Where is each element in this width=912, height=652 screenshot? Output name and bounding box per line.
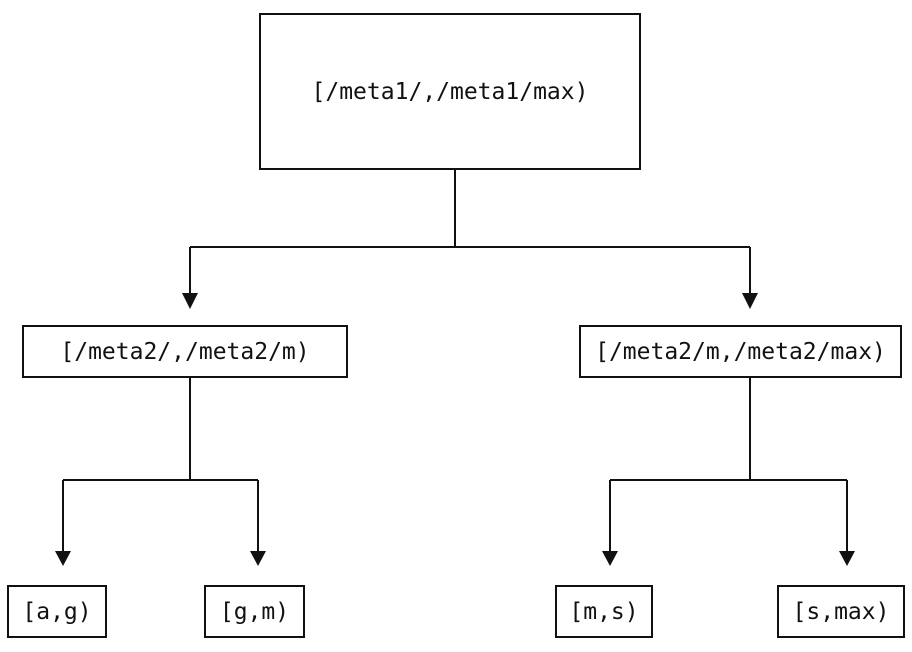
arrowhead-icon — [742, 293, 758, 309]
connector-arrowheads — [55, 293, 855, 566]
arrowhead-icon — [839, 551, 855, 566]
node-right-child: [/meta2/m,/meta2/max) — [579, 325, 902, 378]
node-leaf-ag: [a,g) — [7, 585, 107, 638]
arrowhead-icon — [182, 293, 198, 309]
arrowhead-icon — [250, 551, 266, 566]
node-root: [/meta1/,/meta1/max) — [259, 13, 641, 170]
node-leaf-smax: [s,max) — [777, 585, 905, 638]
node-leaf-ms: [m,s) — [555, 585, 653, 638]
node-left-child: [/meta2/,/meta2/m) — [22, 325, 348, 378]
connector-edges — [62, 170, 848, 552]
node-leaf-gm: [g,m) — [204, 585, 305, 638]
arrowhead-icon — [55, 551, 71, 566]
arrowhead-icon — [602, 551, 618, 566]
